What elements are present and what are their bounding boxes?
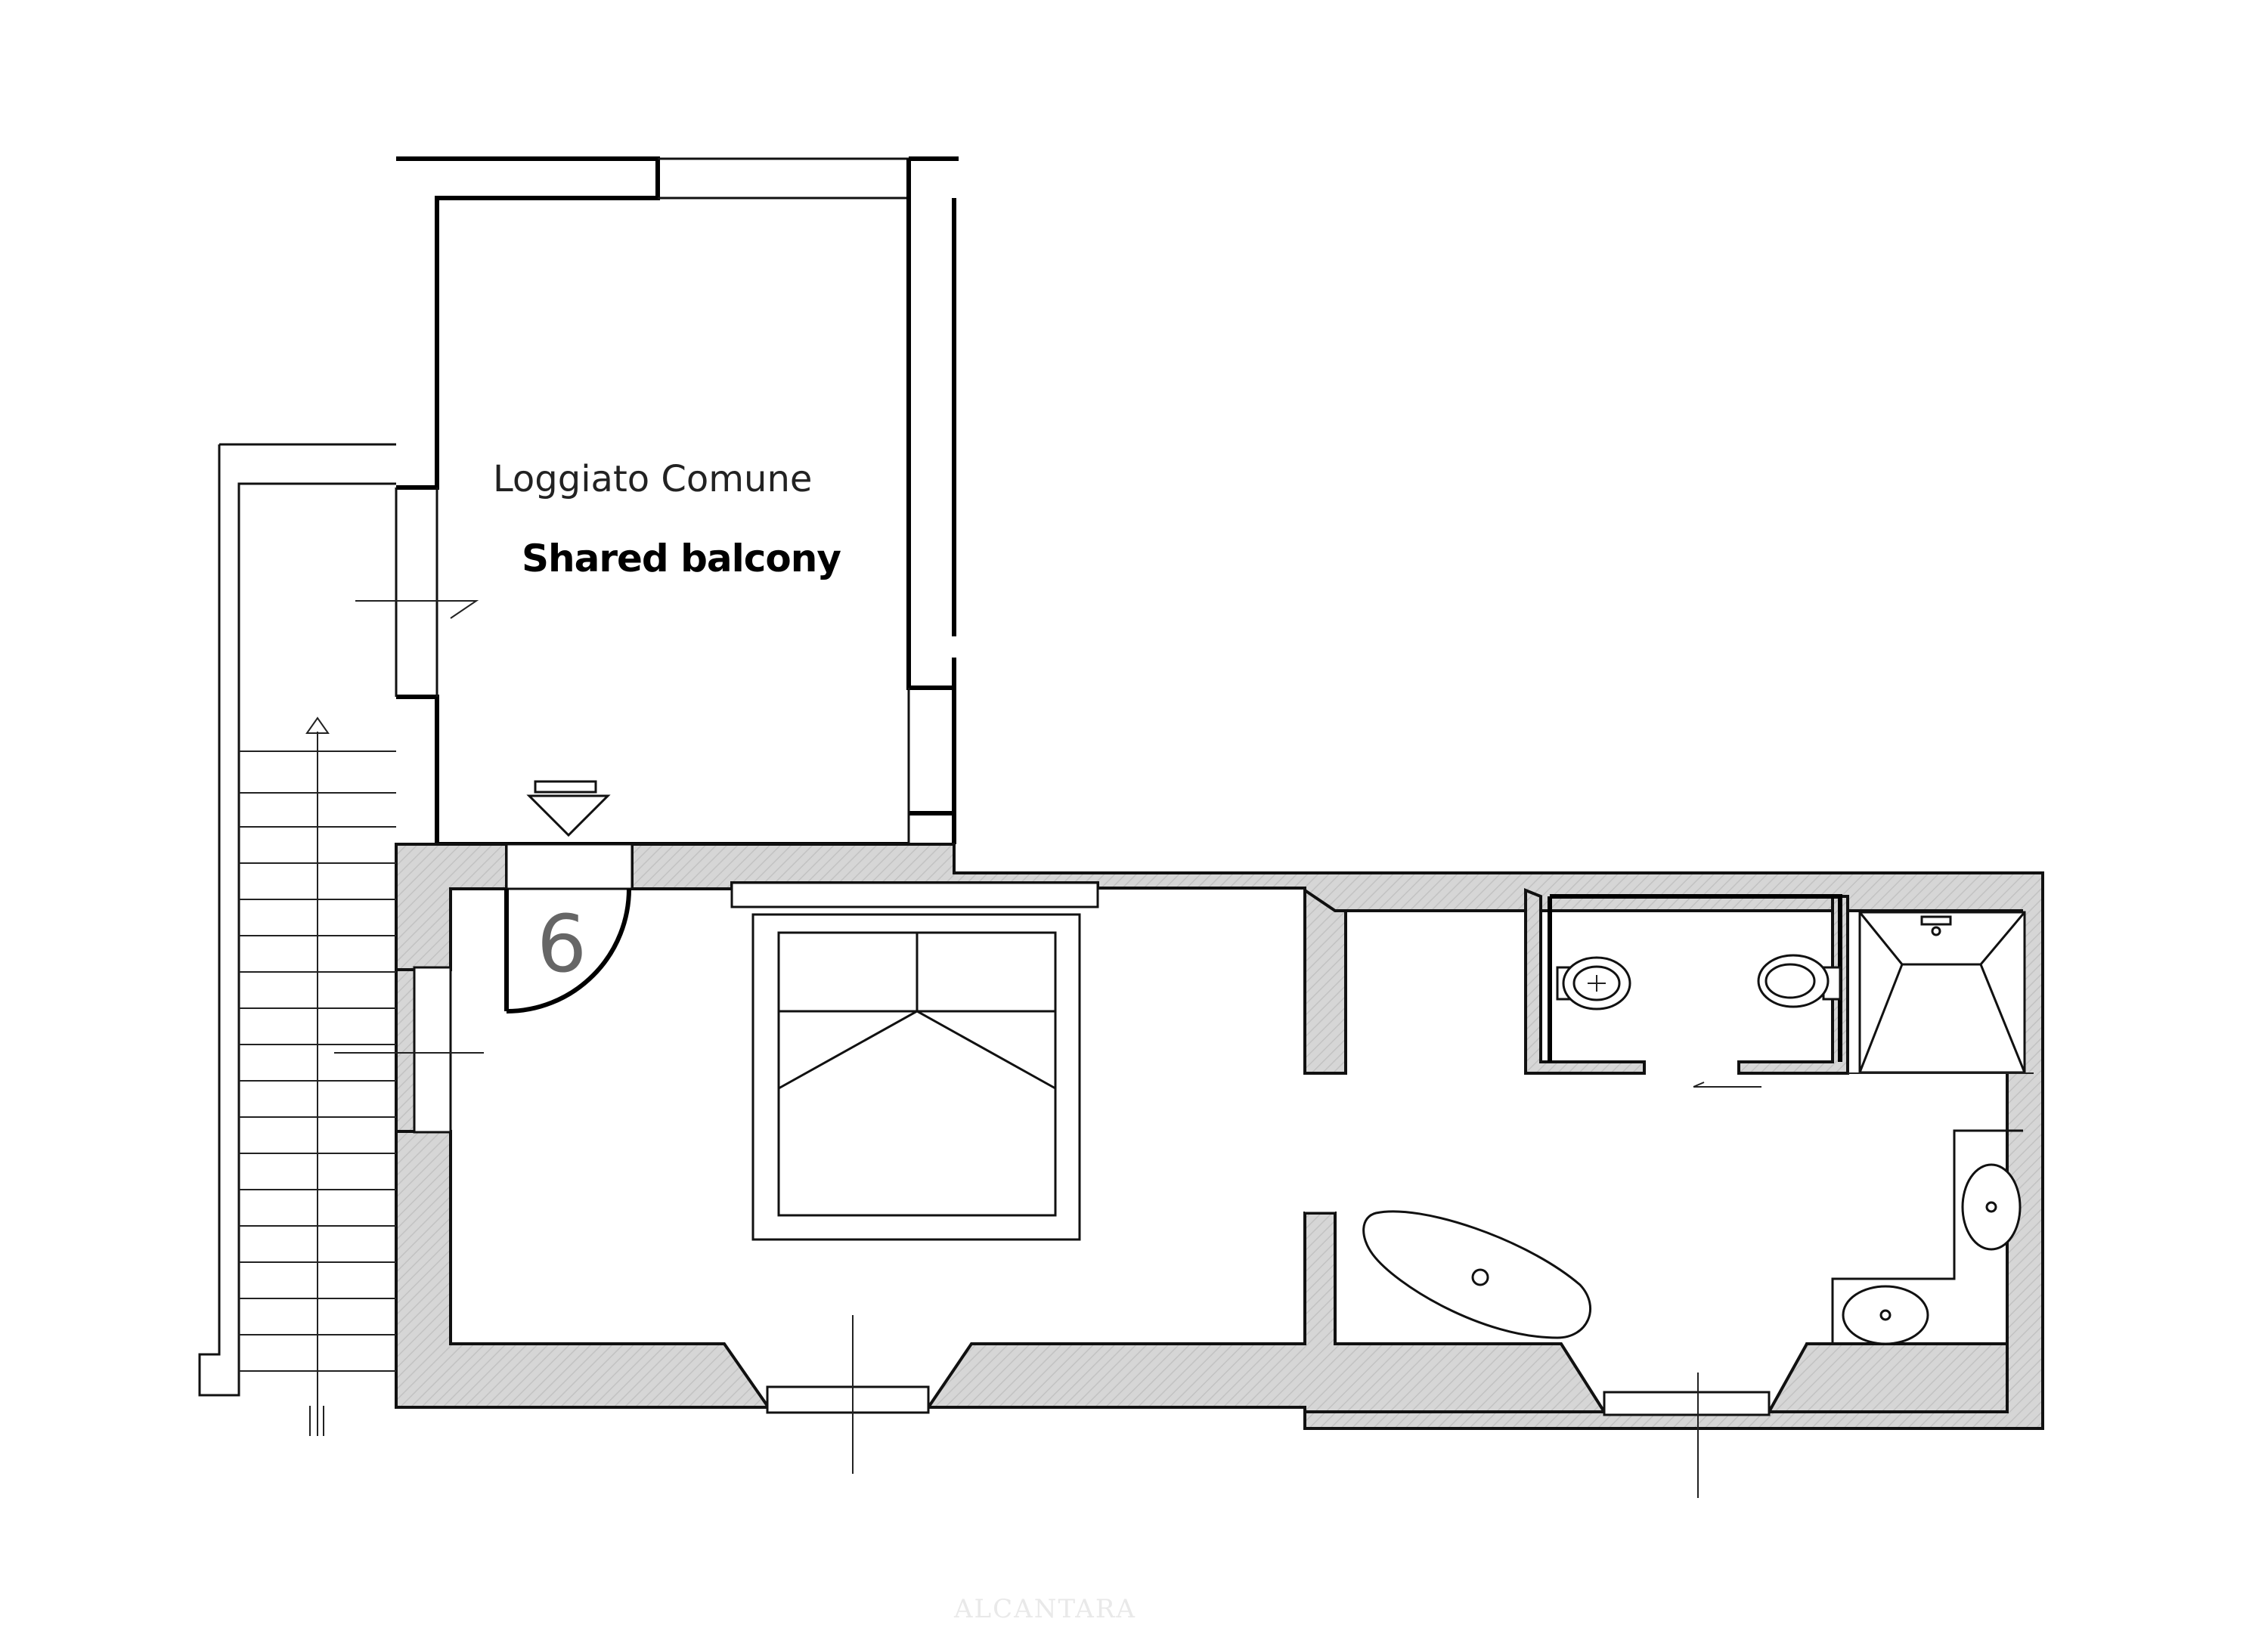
area-label-italian: Loggiato Comune [493, 458, 812, 500]
shower [1848, 911, 2034, 1074]
freestanding-bathtub [1362, 1210, 1592, 1339]
wc-room [1548, 894, 1842, 1062]
staircase [198, 443, 484, 1436]
room-number: 6 [537, 898, 587, 990]
balcony-walls [395, 156, 959, 846]
watermark: ALCANTARA [953, 1594, 1136, 1624]
double-bed [751, 913, 1081, 1241]
openings [413, 843, 1771, 1416]
washbasin-counter [1831, 1129, 2023, 1345]
area-label-english: Shared balcony [522, 537, 841, 580]
bedroom-divider [1303, 887, 1347, 1075]
window-markers [852, 1082, 1761, 1498]
apartment-walls [395, 843, 2044, 1430]
entrance-door: 6 [504, 780, 631, 1014]
